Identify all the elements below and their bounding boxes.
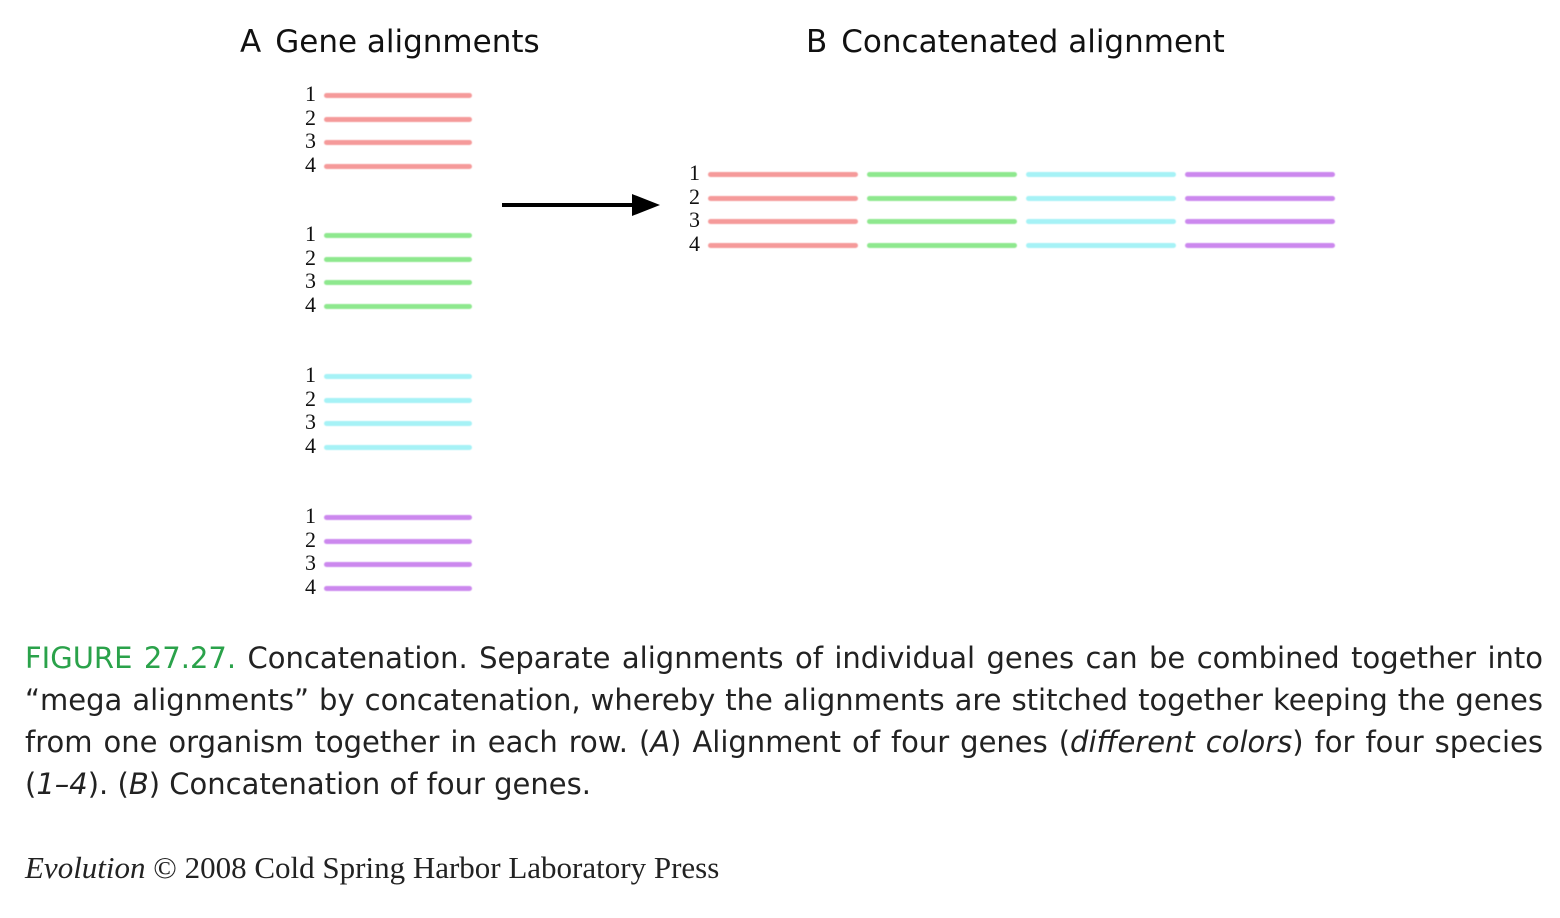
species-label-3: 3 bbox=[305, 550, 316, 575]
species-label-1: 1 bbox=[305, 81, 316, 106]
species-label-2: 2 bbox=[305, 104, 316, 130]
concat-bar-gene-1-species-3 bbox=[708, 219, 858, 224]
panel-b-letter: B bbox=[806, 24, 828, 60]
figure-caption: FIGURE 27.27. Concatenation. Separate al… bbox=[25, 637, 1543, 805]
arrow-right-icon bbox=[502, 194, 660, 216]
alignment-bar-gene-2-species-3 bbox=[324, 280, 472, 285]
species-label-2: 2 bbox=[305, 244, 316, 270]
species-label-2: 2 bbox=[689, 183, 700, 209]
species-label-3: 3 bbox=[305, 409, 316, 434]
figure-label: FIGURE 27.27. bbox=[25, 641, 237, 675]
concat-bar-gene-2-species-4 bbox=[867, 242, 1017, 248]
concat-bar-gene-1-species-2 bbox=[708, 195, 858, 201]
alignment-bar-gene-3-species-4 bbox=[324, 444, 472, 450]
alignment-bar-gene-2-species-4 bbox=[324, 303, 472, 309]
caption-text-2: ) Alignment of four genes ( bbox=[670, 725, 1071, 759]
caption-text-3: ) for four species ( bbox=[25, 725, 1543, 801]
panel-b-title: B Concatenated alignment bbox=[806, 24, 1225, 60]
alignment-bar-gene-3-species-3 bbox=[324, 421, 472, 426]
concat-bar-gene-2-species-2 bbox=[867, 195, 1017, 201]
alignment-bar-gene-4-species-4 bbox=[324, 585, 472, 591]
species-label-4: 4 bbox=[305, 432, 316, 458]
species-label-2: 2 bbox=[305, 526, 316, 552]
panel-a-title: A Gene alignments bbox=[240, 24, 540, 60]
concat-bar-gene-4-species-4 bbox=[1185, 242, 1335, 248]
alignment-bar-gene-3-species-2 bbox=[324, 397, 472, 403]
concat-bar-gene-4-species-1 bbox=[1185, 172, 1335, 177]
species-label-1: 1 bbox=[305, 503, 316, 528]
panel-b-title-text: Concatenated alignment bbox=[841, 24, 1225, 60]
alignment-bar-gene-2-species-2 bbox=[324, 256, 472, 262]
caption-species-range: 1–4 bbox=[36, 767, 88, 801]
concat-bar-gene-1-species-1 bbox=[708, 172, 858, 177]
concat-bar-gene-3-species-2 bbox=[1026, 195, 1176, 201]
caption-text-5: ) Concatenation of four genes. bbox=[148, 767, 591, 801]
caption-ref-b: B bbox=[128, 767, 149, 801]
species-label-3: 3 bbox=[305, 128, 316, 153]
concat-bar-gene-2-species-3 bbox=[867, 219, 1017, 224]
concat-bar-gene-3-species-4 bbox=[1026, 242, 1176, 248]
species-label-4: 4 bbox=[305, 151, 316, 177]
copyright-credit: Evolution © 2008 Cold Spring Harbor Labo… bbox=[25, 850, 719, 886]
alignment-bar-gene-1-species-3 bbox=[324, 140, 472, 145]
concat-bar-gene-3-species-3 bbox=[1026, 219, 1176, 224]
species-label-3: 3 bbox=[305, 268, 316, 293]
alignment-bar-gene-2-species-1 bbox=[324, 233, 472, 238]
species-label-4: 4 bbox=[305, 573, 316, 599]
species-label-2: 2 bbox=[305, 385, 316, 411]
species-label-1: 1 bbox=[305, 221, 316, 246]
book-title: Evolution bbox=[25, 850, 146, 885]
concat-bar-gene-1-species-4 bbox=[708, 242, 858, 248]
species-label-4: 4 bbox=[305, 291, 316, 317]
species-label-3: 3 bbox=[689, 207, 700, 232]
alignment-bar-gene-4-species-2 bbox=[324, 538, 472, 544]
species-label-1: 1 bbox=[689, 160, 700, 185]
concat-bar-gene-2-species-1 bbox=[867, 172, 1017, 177]
concat-bar-gene-4-species-2 bbox=[1185, 195, 1335, 201]
alignment-bar-gene-1-species-4 bbox=[324, 163, 472, 169]
caption-text-1: Concatenation. Separate alignments of in… bbox=[25, 641, 1543, 759]
alignment-bar-gene-1-species-2 bbox=[324, 116, 472, 122]
concat-bar-gene-3-species-1 bbox=[1026, 172, 1176, 177]
caption-colors-phrase: different colors bbox=[1070, 725, 1293, 759]
concatenation-diagram: A Gene alignments B Concatenated alignment… bbox=[240, 24, 1335, 599]
caption-text-4: ). ( bbox=[87, 767, 129, 801]
alignment-bar-gene-4-species-3 bbox=[324, 562, 472, 567]
panel-a-title-text: Gene alignments bbox=[275, 24, 540, 60]
caption-ref-a: A bbox=[650, 725, 671, 759]
panel-a-letter: A bbox=[240, 24, 262, 60]
alignment-bar-gene-1-species-1 bbox=[324, 93, 472, 98]
alignment-bar-gene-4-species-1 bbox=[324, 515, 472, 520]
species-label-1: 1 bbox=[305, 362, 316, 387]
credit-text: © 2008 Cold Spring Harbor Laboratory Pre… bbox=[145, 850, 720, 885]
species-label-4: 4 bbox=[689, 230, 700, 256]
alignment-bar-gene-3-species-1 bbox=[324, 374, 472, 379]
concat-bar-gene-4-species-3 bbox=[1185, 219, 1335, 224]
